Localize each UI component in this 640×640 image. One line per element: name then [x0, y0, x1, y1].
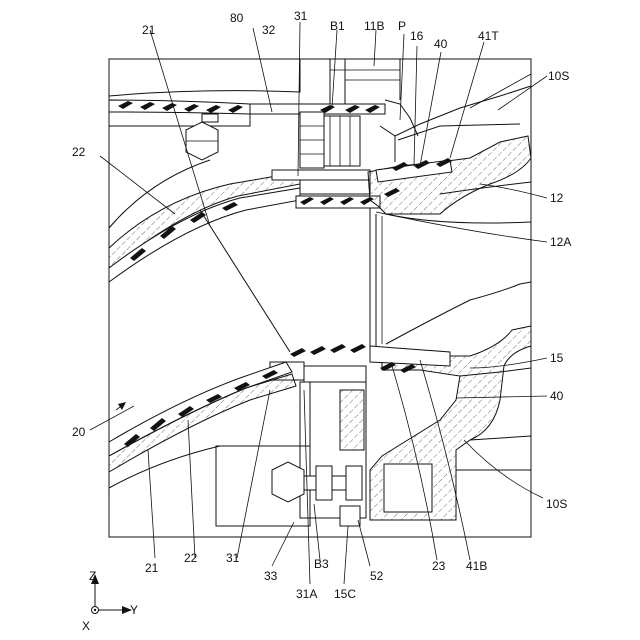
pipe-centerline	[200, 210, 290, 352]
label-40-top: 40	[434, 37, 448, 51]
label-11b: 11B	[364, 19, 384, 33]
label-52: 52	[370, 569, 384, 583]
label-21-bot: 21	[145, 561, 159, 575]
axis-y-label: Y	[130, 603, 138, 617]
upper-right-housing	[368, 74, 531, 223]
label-b3: B3	[314, 557, 329, 571]
label-10s-bot: 10S	[546, 497, 567, 511]
label-31a: 31A	[296, 587, 317, 601]
lower-pipe	[109, 362, 296, 488]
label-32: 32	[262, 23, 276, 37]
label-10s-top: 10S	[548, 69, 569, 83]
label-12a: 12A	[550, 235, 571, 249]
label-31-top: 31	[294, 9, 308, 23]
label-80: 80	[230, 11, 244, 25]
label-40-mid: 40	[550, 389, 564, 403]
label-41b: 41B	[466, 559, 487, 573]
label-16: 16	[410, 29, 424, 43]
flow-opening	[370, 208, 382, 352]
label-23: 23	[432, 559, 446, 573]
label-b1: B1	[330, 19, 345, 33]
bolt-b1	[300, 112, 360, 168]
axis-indicator: Z Y X	[82, 569, 138, 633]
label-21-top: 21	[142, 23, 156, 37]
label-33: 33	[264, 569, 278, 583]
label-20: 20	[72, 425, 86, 439]
axis-x-label: X	[82, 619, 90, 633]
upper-pipe	[109, 160, 300, 282]
upper-nut	[186, 114, 218, 160]
label-22-bot: 22	[184, 551, 198, 565]
label-p: P	[398, 19, 406, 33]
label-31-bot: 31	[226, 551, 240, 565]
label-15: 15	[550, 351, 564, 365]
label-15c: 15C	[334, 587, 356, 601]
label-22-top: 22	[72, 145, 86, 159]
label-41t: 41T	[478, 29, 499, 43]
label-12: 12	[550, 191, 564, 205]
axis-z-label: Z	[89, 569, 96, 583]
